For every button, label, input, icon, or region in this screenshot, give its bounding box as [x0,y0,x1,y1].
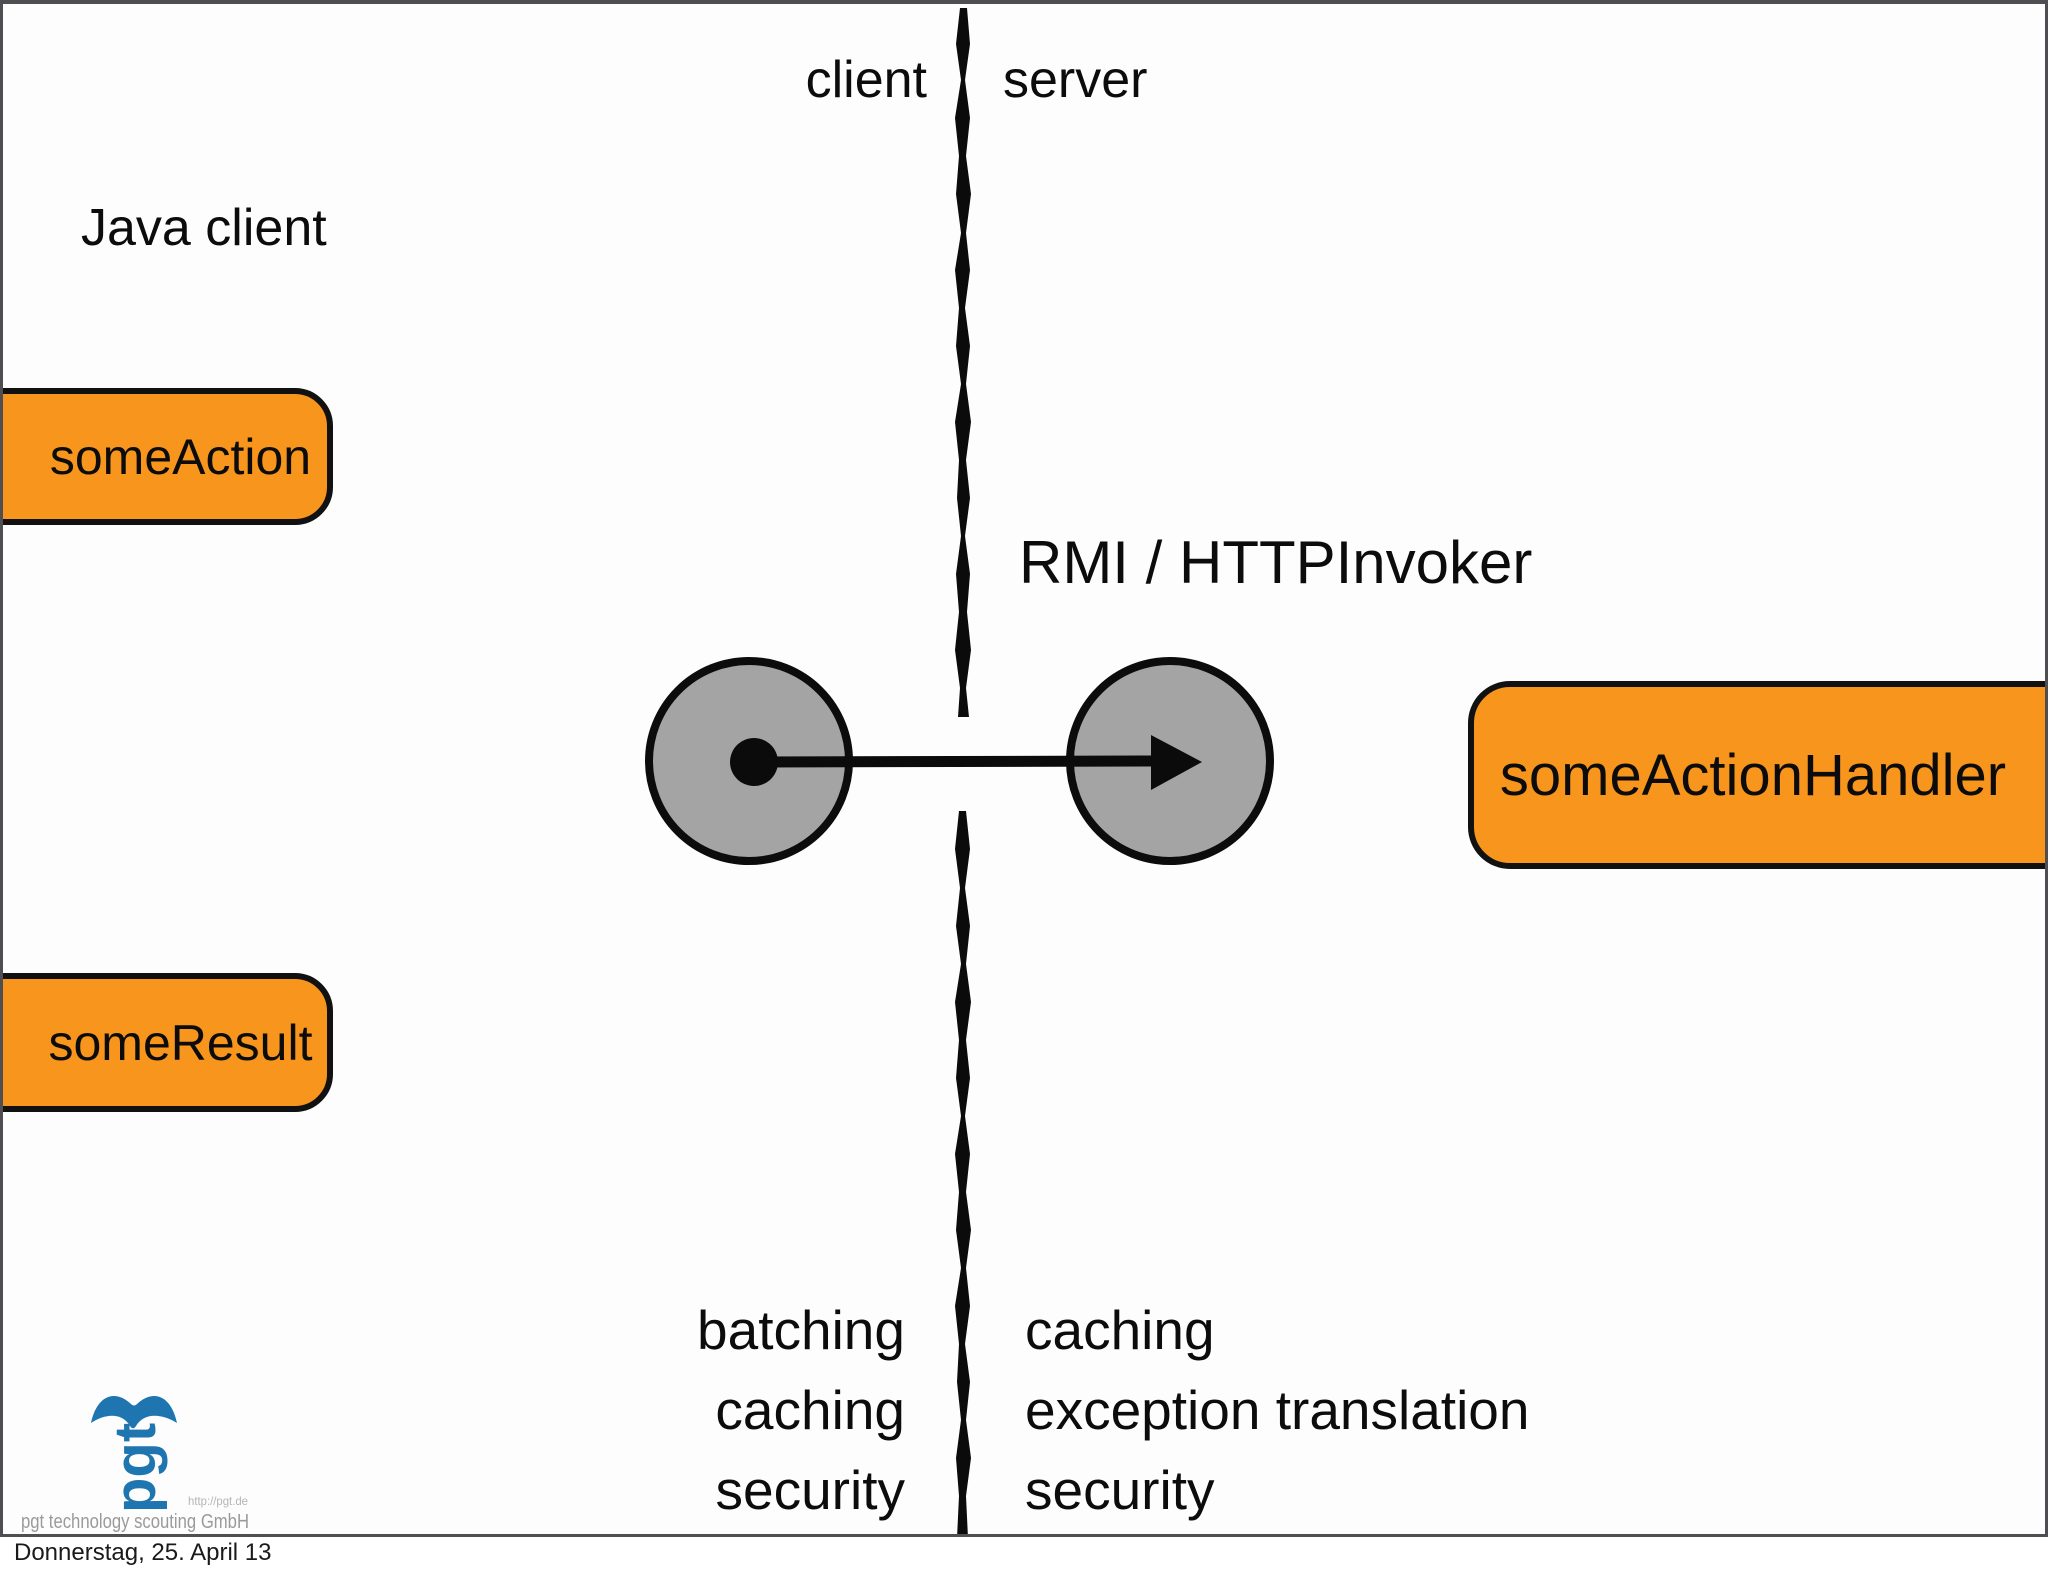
server-column-label: server [1003,51,1148,109]
footer-date: Donnerstag, 25. April 13 [14,1539,272,1566]
client-server-divider-icon [955,8,971,1534]
server-features-list: caching exception translation security [1025,1290,1529,1530]
server-feature-item: caching [1025,1299,1215,1361]
some-action-handler-box: someActionHandler [1468,681,2045,869]
client-feature-item: caching [715,1379,905,1441]
presentation-slide: client server Java client someAction som… [0,0,2048,1537]
pgt-logo: pgt http://pgt.de pgt technology scoutin… [21,1396,249,1533]
some-action-handler-box-label: someActionHandler [1499,742,2007,808]
client-feature-item: security [715,1459,906,1521]
some-result-box-label: someResult [48,1014,313,1071]
rmi-httpinvoker-label: RMI / HTTPInvoker [1019,529,1533,596]
some-action-box-label: someAction [49,428,312,485]
java-client-title: Java client [81,199,327,257]
some-action-box: someAction [3,388,333,525]
some-result-box: someResult [3,973,333,1112]
server-feature-item: exception translation [1025,1379,1530,1441]
invocation-arrow-icon [730,735,1202,790]
client-column-label: client [805,51,927,109]
pgt-wordmark: pgt [103,1423,168,1513]
logo-company-name: pgt technology scouting GmbH [21,1511,249,1533]
logo-url: http://pgt.de [188,1494,248,1508]
whale-tail-icon [91,1396,177,1429]
client-features-list: batching caching security [483,1290,905,1530]
client-feature-item: batching [697,1299,905,1361]
server-feature-item: security [1025,1459,1215,1521]
